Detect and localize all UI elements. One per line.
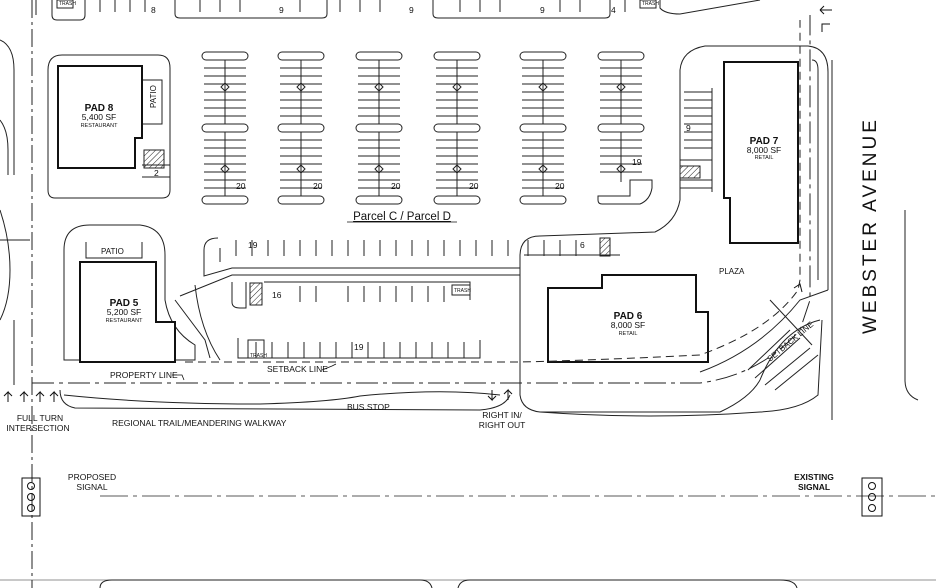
full-turn-label-1: FULL TURN <box>17 413 63 423</box>
bus-stop-label: BUS STOP <box>347 402 390 412</box>
stall-count: 20 <box>391 181 401 191</box>
plaza-label: PLAZA <box>719 267 745 276</box>
proposed-signal-label-2: SIGNAL <box>76 482 107 492</box>
pad5-building: PAD 5 5,200 SF RESTAURANT PATIO <box>79 247 176 363</box>
stall-count: 19 <box>248 240 258 250</box>
pad5-name: PAD 5 <box>110 298 139 309</box>
right-in-out-label-1: RIGHT IN/ <box>482 410 522 420</box>
arrow-icon <box>503 388 513 400</box>
bottom-parcels <box>99 579 798 588</box>
pad6-building: PAD 6 8,000 SF RETAIL PLAZA 6 <box>547 240 745 363</box>
pad8-use: RESTAURANT <box>81 123 119 129</box>
stall-count: 20 <box>236 181 246 191</box>
pad6-name: PAD 6 <box>614 311 643 322</box>
stall-count: 2 <box>154 168 159 178</box>
top-trash-label-left: TRASH <box>59 1 76 7</box>
stall-count: 6 <box>580 240 585 250</box>
existing-signal-label-2: SIGNAL <box>798 482 830 492</box>
middle-parking <box>174 237 520 361</box>
stall-count: 4 <box>611 5 616 15</box>
stall-count: 19 <box>354 342 364 352</box>
top-trash-enclosure-left <box>56 0 74 9</box>
signal-icon <box>861 477 883 517</box>
pad5-sf: 5,200 SF <box>107 307 142 317</box>
stall-count: 16 <box>272 290 282 300</box>
stall-count: 20 <box>469 181 479 191</box>
pad7-building: PAD 7 8,000 SF RETAIL 9 19 <box>632 61 799 244</box>
pad8-building: PAD 8 5,400 SF RESTAURANT PATIO 2 <box>57 65 159 178</box>
pad8-island <box>47 54 171 199</box>
setback-line-diagonal-label: SETBACK LINE <box>766 320 816 364</box>
stall-count: 9 <box>540 5 545 15</box>
pad7-name: PAD 7 <box>750 136 779 147</box>
property-line-label: PROPERTY LINE <box>110 370 178 380</box>
arrow-icon <box>35 390 45 402</box>
pad7-sf: 8,000 SF <box>747 145 782 155</box>
pad6-use: RETAIL <box>619 331 638 337</box>
setback-line-label: SETBACK LINE <box>267 364 328 374</box>
pad7-area <box>539 45 829 290</box>
top-parking-row <box>35 0 761 21</box>
stall-count: 9 <box>279 5 284 15</box>
proposed-signal-label-1: PROPOSED <box>68 472 116 482</box>
stall-count: 19 <box>632 157 642 167</box>
arrow-icon <box>793 283 803 293</box>
stall-count: 8 <box>151 5 156 15</box>
parcel-label: Parcel C / Parcel D <box>353 211 451 223</box>
top-trash-label-right: TRASH <box>642 1 659 7</box>
boundary-lines <box>32 15 936 497</box>
trash-label: TRASH <box>454 288 471 294</box>
upper-parking-modules <box>201 51 653 205</box>
top-trash-enclosure-right <box>639 0 657 9</box>
signal-icon <box>21 477 41 517</box>
pad6-area <box>519 235 829 413</box>
pad5-patio-label: PATIO <box>101 247 124 256</box>
pad8-name: PAD 8 <box>85 103 114 114</box>
pad5-island <box>63 224 196 361</box>
top-stall-lines <box>99 0 626 12</box>
arrow-icon <box>19 390 29 402</box>
pad6-sf: 8,000 SF <box>611 320 646 330</box>
arrow-icon <box>487 390 497 402</box>
road-label: WEBSTER AVENUE <box>860 117 881 334</box>
arrow-icon <box>49 390 59 402</box>
full-turn-label-2: INTERSECTION <box>6 423 69 433</box>
top-row-counts: 8 9 9 9 4 <box>151 5 616 15</box>
right-in-out-label-2: RIGHT OUT <box>479 420 526 430</box>
stall-count: 20 <box>313 181 323 191</box>
regional-trail-label: REGIONAL TRAIL/MEANDERING WALKWAY <box>112 418 287 428</box>
stall-count: 9 <box>686 123 691 133</box>
arrow-icon <box>821 23 830 32</box>
trash-label: TRASH <box>250 353 267 359</box>
pad5-use: RESTAURANT <box>106 318 144 324</box>
arrow-icon <box>3 390 13 402</box>
arrow-icon <box>819 5 832 15</box>
pad7-use: RETAIL <box>755 155 774 161</box>
middle-parking-labels: 19 16 19 TRASH TRASH <box>248 240 471 359</box>
stall-count: 9 <box>409 5 414 15</box>
existing-signal-label-1: EXISTING <box>794 472 834 482</box>
upper-row-counts: 20 20 20 20 20 <box>236 181 565 191</box>
traffic-arrows <box>3 5 832 402</box>
pad8-patio-label: PATIO <box>149 85 158 108</box>
pad8-sf: 5,400 SF <box>82 112 117 122</box>
stall-count: 20 <box>555 181 565 191</box>
